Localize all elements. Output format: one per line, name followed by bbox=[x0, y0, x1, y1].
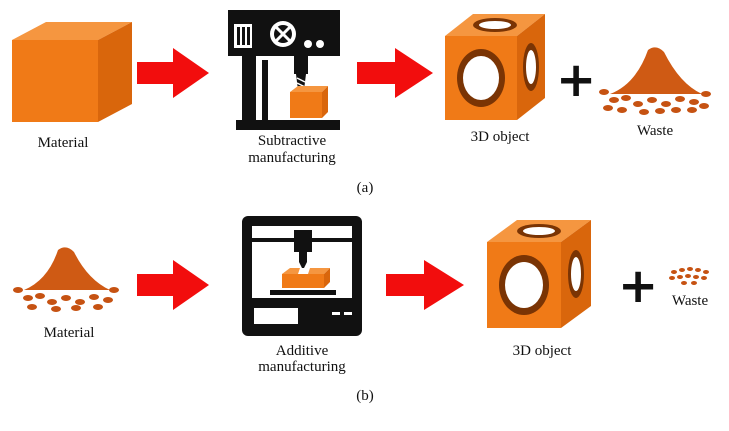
material-label-b: Material bbox=[43, 325, 95, 341]
object-label-b: 3D object bbox=[512, 343, 572, 359]
arrow-icon bbox=[137, 260, 209, 310]
subtractive-machine-icon bbox=[228, 10, 340, 130]
machine-label-a-line2: manufacturing bbox=[248, 150, 336, 166]
object-label-a: 3D object bbox=[470, 129, 530, 145]
plus-sign: + bbox=[618, 258, 659, 314]
panel-label-b: (b) bbox=[356, 388, 374, 404]
lattice-cube-object-a bbox=[445, 14, 545, 120]
material-pile-b bbox=[13, 247, 119, 312]
machine-label-b-line1: Additive bbox=[275, 343, 329, 359]
additive-machine-icon bbox=[242, 216, 362, 336]
waste-label-b: Waste bbox=[671, 293, 709, 309]
machine-label-a-line1: Subtractive bbox=[257, 133, 327, 149]
machine-label-b-line2: manufacturing bbox=[258, 359, 346, 375]
arrow-icon bbox=[357, 48, 433, 98]
material-cube-a bbox=[12, 22, 132, 122]
panel-label-a: (a) bbox=[356, 180, 374, 196]
material-label-a: Material bbox=[37, 135, 89, 151]
arrow-icon bbox=[137, 48, 209, 98]
plus-sign: + bbox=[556, 52, 597, 108]
arrow-icon bbox=[386, 260, 464, 310]
waste-pile-b bbox=[669, 267, 709, 285]
lattice-cube-object-b bbox=[487, 220, 591, 328]
waste-label-a: Waste bbox=[636, 123, 674, 139]
waste-pile-a bbox=[599, 47, 711, 115]
